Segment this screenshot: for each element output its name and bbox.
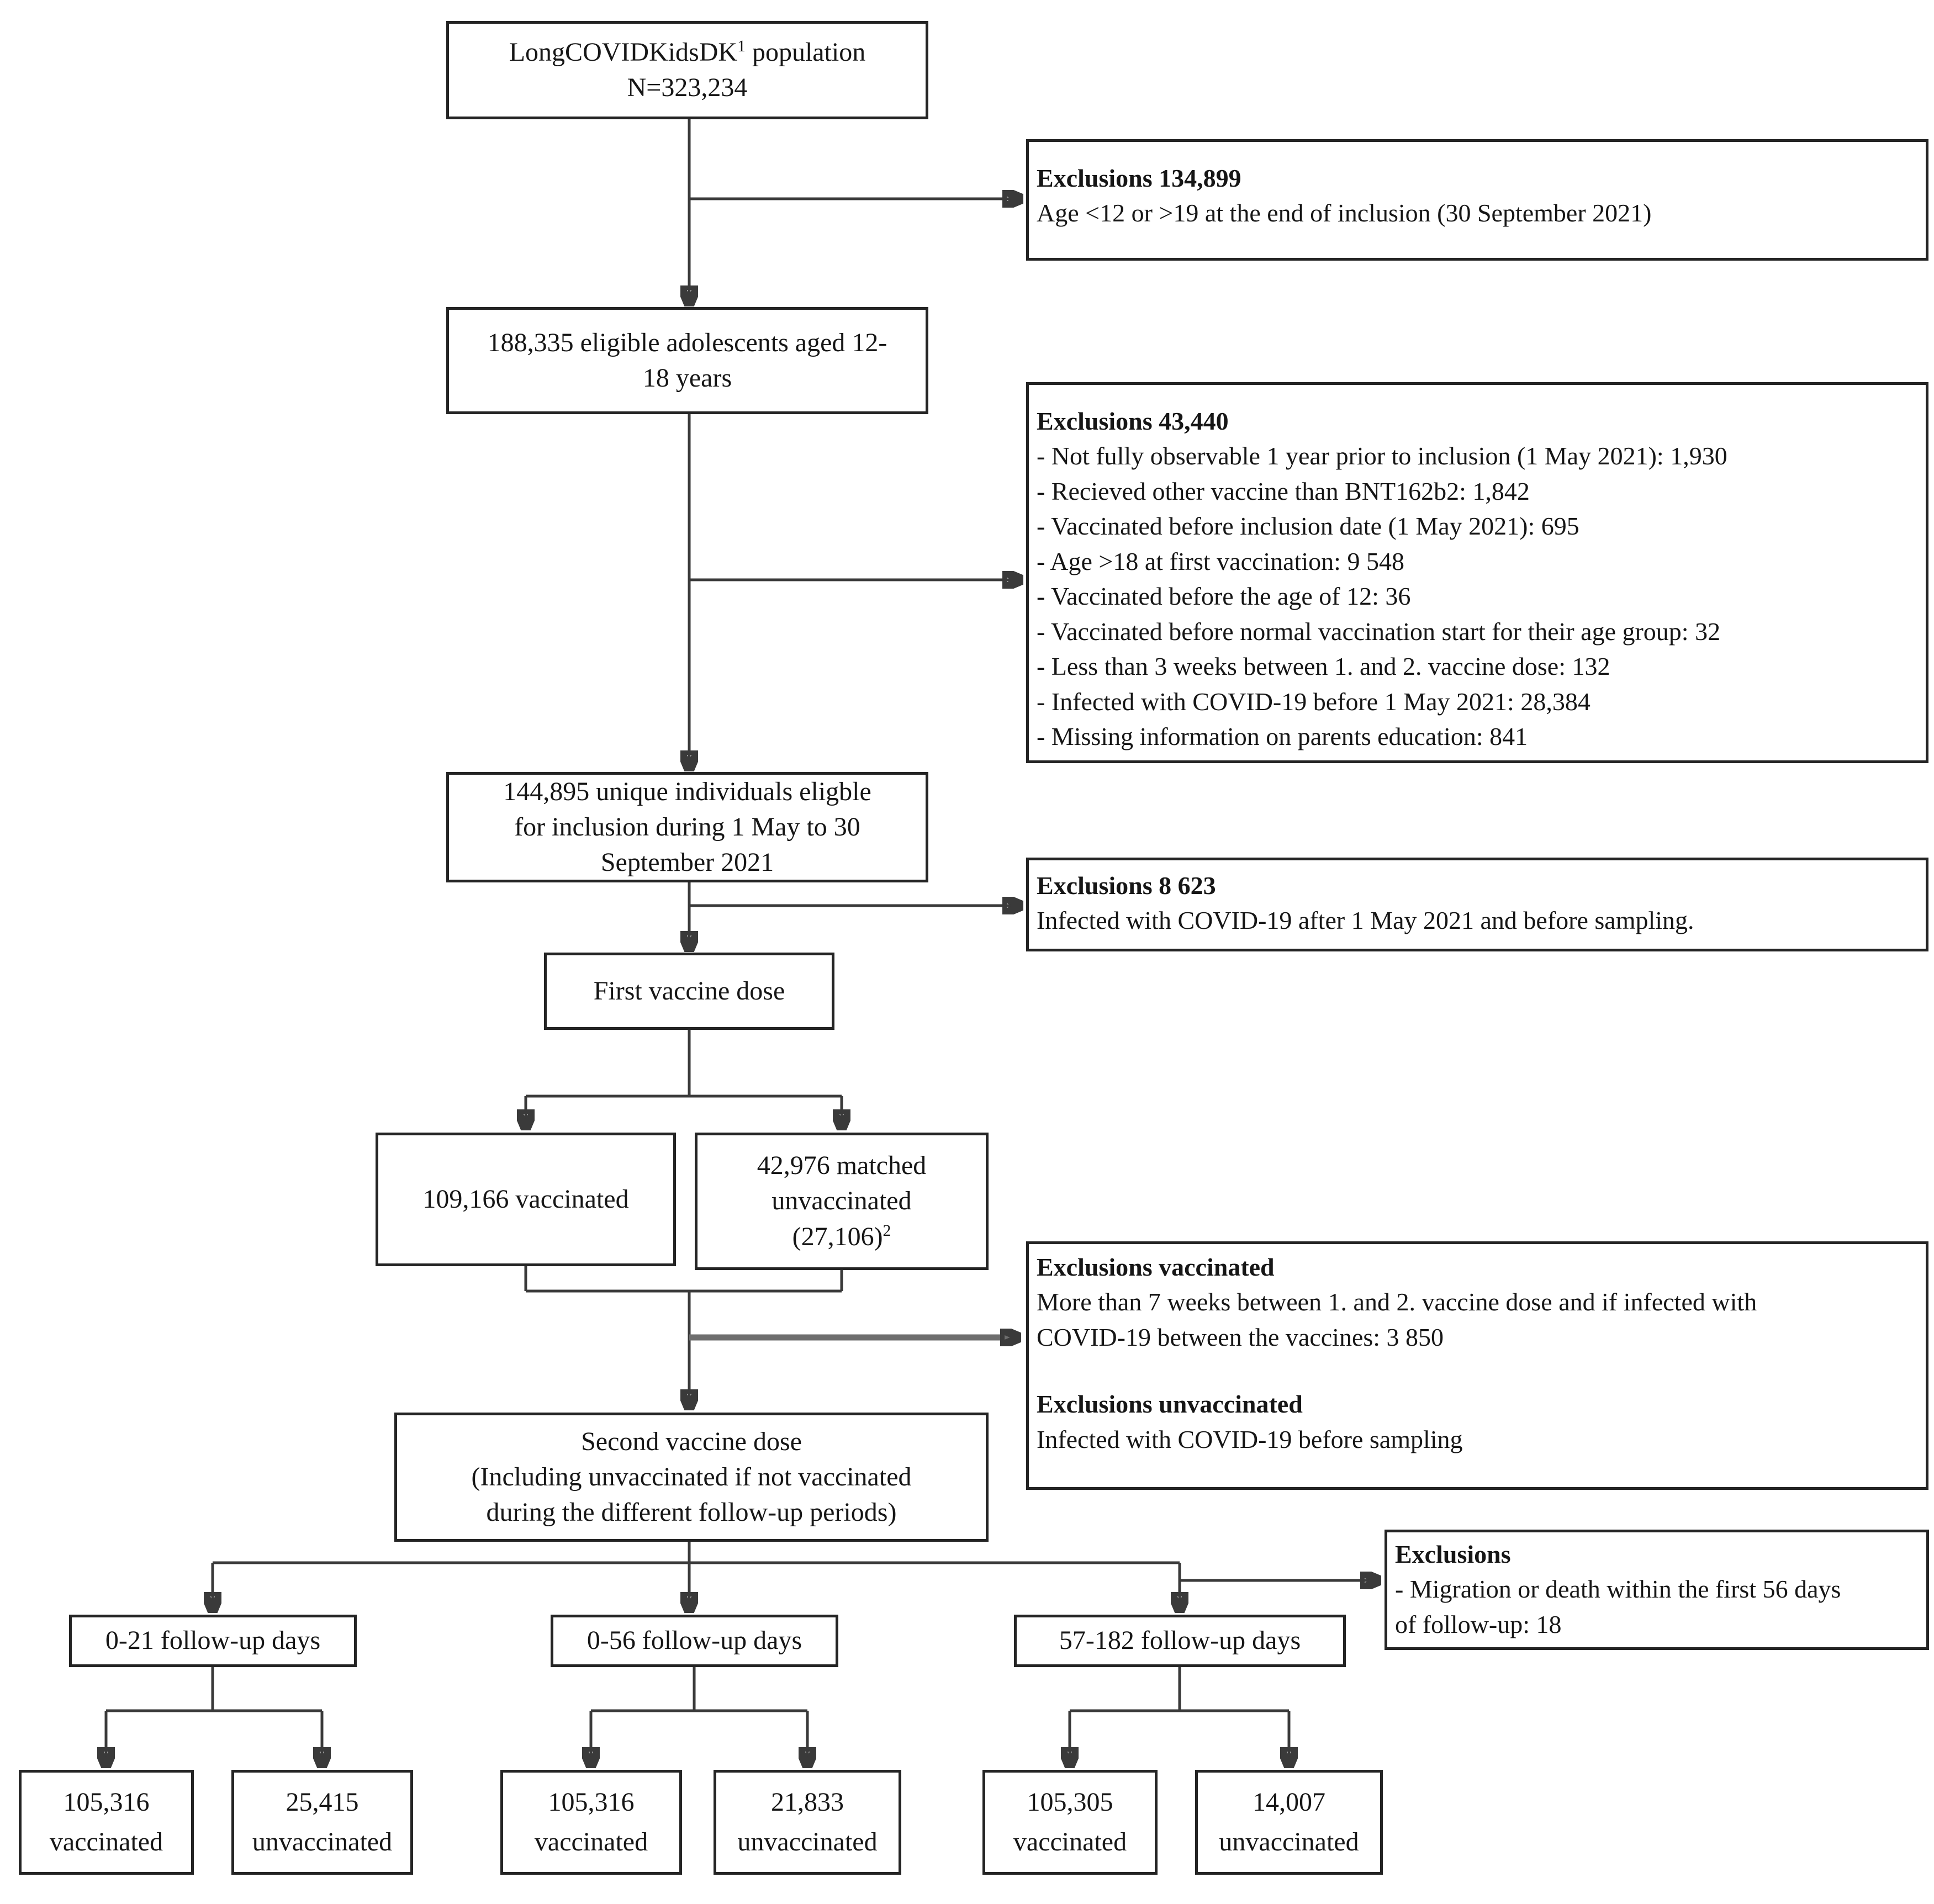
f21-unvaccinated-box: 25,415 unvaccinated xyxy=(231,1770,413,1875)
exclusions-followup-line2: of follow-up: 18 xyxy=(1395,1610,1562,1638)
f56-unvaccinated-count: 21,833 xyxy=(771,1787,844,1817)
exclusions-followup-title: Exclusions xyxy=(1395,1540,1511,1568)
vaccinated-count-box: 109,166 vaccinated xyxy=(376,1133,676,1266)
matched-line1: 42,976 matched xyxy=(757,1151,927,1181)
exclusions-unvaccinated-title: Exclusions unvaccinated xyxy=(1037,1390,1303,1419)
f21-unvaccinated-count: 25,415 xyxy=(286,1787,359,1817)
exclusion-item: - Less than 3 weeks between 1. and 2. va… xyxy=(1037,652,1610,681)
f182-unvaccinated-box: 14,007 unvaccinated xyxy=(1195,1770,1383,1875)
followup-0-21-box: 0-21 follow-up days xyxy=(69,1615,357,1667)
spacer xyxy=(1037,1355,1912,1387)
second-dose-line3: during the different follow-up periods) xyxy=(486,1498,897,1527)
population-title-line: LongCOVIDKidsDK1 population xyxy=(509,35,866,70)
exclusions-eligibility-box: Exclusions 43,440 - Not fully observable… xyxy=(1026,382,1928,763)
f56-unvaccinated-label: unvaccinated xyxy=(737,1827,878,1857)
exclusions-age-title: Exclusions 134,899 xyxy=(1037,164,1241,192)
f56-vaccinated-label: vaccinated xyxy=(534,1827,648,1857)
exclusions-age-box: Exclusions 134,899 Age <12 or >19 at the… xyxy=(1026,139,1928,261)
f182-unvaccinated-label: unvaccinated xyxy=(1219,1827,1359,1857)
footnote-1-sup: 1 xyxy=(737,36,746,55)
f21-vaccinated-box: 105,316 vaccinated xyxy=(19,1770,194,1875)
exclusion-item: - Infected with COVID-19 before 1 May 20… xyxy=(1037,687,1590,716)
unique-line1: 144,895 unique individuals eligble xyxy=(503,776,871,806)
exclusion-item: - Recieved other vaccine than BNT162b2: … xyxy=(1037,477,1530,505)
exclusions-infection-title: Exclusions 8 623 xyxy=(1037,871,1216,900)
followup-57-182-label: 57-182 follow-up days xyxy=(1059,1626,1301,1656)
exclusions-unvaccinated-line1: Infected with COVID-19 before sampling xyxy=(1037,1425,1463,1453)
matched-line3: (27,106)2 xyxy=(792,1219,891,1255)
exclusions-vaccinated-title: Exclusions vaccinated xyxy=(1037,1253,1275,1281)
f56-vaccinated-count: 105,316 xyxy=(548,1787,635,1817)
exclusions-vaccinated-line1: More than 7 weeks between 1. and 2. vacc… xyxy=(1037,1288,1757,1316)
followup-0-21-label: 0-21 follow-up days xyxy=(105,1626,321,1656)
exclusion-item: - Missing information on parents educati… xyxy=(1037,722,1528,751)
second-dose-line1: Second vaccine dose xyxy=(581,1426,802,1456)
exclusions-vaccinated-line2: COVID-19 between the vaccines: 3 850 xyxy=(1037,1323,1444,1351)
exclusions-followup-box: Exclusions - Migration or death within t… xyxy=(1385,1530,1929,1650)
f56-unvaccinated-box: 21,833 unvaccinated xyxy=(714,1770,901,1875)
population-name-suffix: population xyxy=(745,37,866,67)
footnote-2-sup: 2 xyxy=(883,1221,891,1240)
f21-unvaccinated-label: unvaccinated xyxy=(252,1827,393,1857)
second-vaccine-dose-box: Second vaccine dose (Including unvaccina… xyxy=(394,1413,989,1542)
population-count: N=323,234 xyxy=(627,73,748,102)
unique-individuals-box: 144,895 unique individuals eligble for i… xyxy=(446,772,928,882)
first-vaccine-dose-box: First vaccine dose xyxy=(544,953,834,1030)
f21-vaccinated-count: 105,316 xyxy=(63,1787,150,1817)
exclusions-second-dose-box: Exclusions vaccinated More than 7 weeks … xyxy=(1026,1241,1928,1490)
second-dose-line2: (Including unvaccinated if not vaccinate… xyxy=(471,1462,912,1492)
exclusions-followup-line1: - Migration or death within the first 56… xyxy=(1395,1575,1841,1604)
unique-line2: for inclusion during 1 May to 30 xyxy=(514,812,860,842)
population-name: LongCOVIDKidsDK xyxy=(509,37,738,67)
matched-line2: unvaccinated xyxy=(772,1186,912,1216)
exclusions-eligibility-title: Exclusions 43,440 xyxy=(1037,407,1229,435)
exclusions-infection-box: Exclusions 8 623 Infected with COVID-19 … xyxy=(1026,858,1928,951)
exclusion-item: - Age >18 at first vaccination: 9 548 xyxy=(1037,547,1404,575)
followup-0-56-box: 0-56 follow-up days xyxy=(551,1615,838,1667)
first-dose-label: First vaccine dose xyxy=(593,976,785,1006)
f182-vaccinated-label: vaccinated xyxy=(1013,1827,1127,1857)
unique-line3: September 2021 xyxy=(600,848,774,877)
matched-unvaccinated-box: 42,976 matched unvaccinated (27,106)2 xyxy=(695,1133,989,1270)
eligible-adolescents-box: 188,335 eligible adolescents aged 12- 18… xyxy=(446,307,928,414)
population-box: LongCOVIDKidsDK1 population N=323,234 xyxy=(446,21,928,119)
exclusion-item: - Not fully observable 1 year prior to i… xyxy=(1037,442,1727,470)
f56-vaccinated-box: 105,316 vaccinated xyxy=(500,1770,682,1875)
vaccinated-label: 109,166 vaccinated xyxy=(422,1184,629,1214)
f182-vaccinated-box: 105,305 vaccinated xyxy=(982,1770,1158,1875)
exclusion-item: - Vaccinated before the age of 12: 36 xyxy=(1037,582,1411,611)
eligible-line1: 188,335 eligible adolescents aged 12- xyxy=(487,327,887,357)
exclusion-item: - Vaccinated before normal vaccination s… xyxy=(1037,617,1721,646)
followup-57-182-box: 57-182 follow-up days xyxy=(1014,1615,1346,1667)
f182-vaccinated-count: 105,305 xyxy=(1027,1787,1113,1817)
f182-unvaccinated-count: 14,007 xyxy=(1253,1787,1325,1817)
exclusions-infection-line: Infected with COVID-19 after 1 May 2021 … xyxy=(1037,906,1694,935)
exclusion-item: - Vaccinated before inclusion date (1 Ma… xyxy=(1037,512,1579,541)
eligible-line2: 18 years xyxy=(642,363,732,393)
exclusions-age-line: Age <12 or >19 at the end of inclusion (… xyxy=(1037,199,1652,228)
matched-paren: (27,106) xyxy=(792,1221,883,1251)
f21-vaccinated-label: vaccinated xyxy=(49,1827,163,1857)
followup-0-56-label: 0-56 follow-up days xyxy=(586,1626,802,1656)
